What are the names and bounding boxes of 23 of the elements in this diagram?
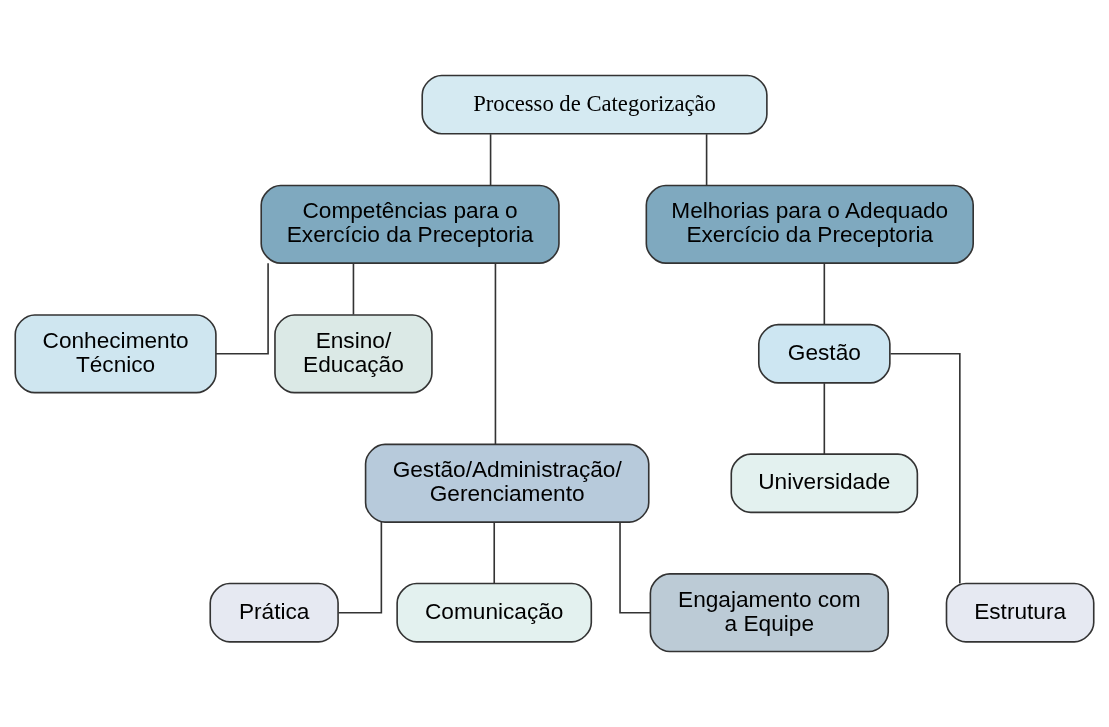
node-box: Universidade (730, 453, 919, 514)
connector (352, 262, 355, 316)
connector (337, 521, 383, 614)
connector (215, 262, 269, 355)
node-box: Prática (209, 582, 339, 643)
node-box: Melhorias para o Adequado Exercício da Preceptoria (645, 184, 974, 264)
node-box: Estrutura (945, 582, 1095, 643)
node-box: Comunicação (396, 582, 593, 643)
connector (705, 133, 708, 186)
connector (494, 262, 497, 446)
connector (619, 521, 652, 614)
node-box: Conhecimento Técnico (14, 314, 217, 394)
node-box: Gestão (758, 323, 891, 384)
connector (489, 133, 492, 186)
node-box: Competências para o Exercício da Preceptoria (260, 184, 560, 264)
node-box: Gestão/Administração/ Gerenciamento (364, 443, 650, 523)
connector (889, 353, 961, 585)
connector (493, 521, 496, 585)
node-box: Engajamento com a Equipe (649, 573, 890, 653)
node-box: Processo de Categorização (421, 74, 768, 135)
node-box: Ensino/ Educação (274, 314, 433, 394)
connector (823, 262, 826, 326)
connector (823, 382, 826, 455)
